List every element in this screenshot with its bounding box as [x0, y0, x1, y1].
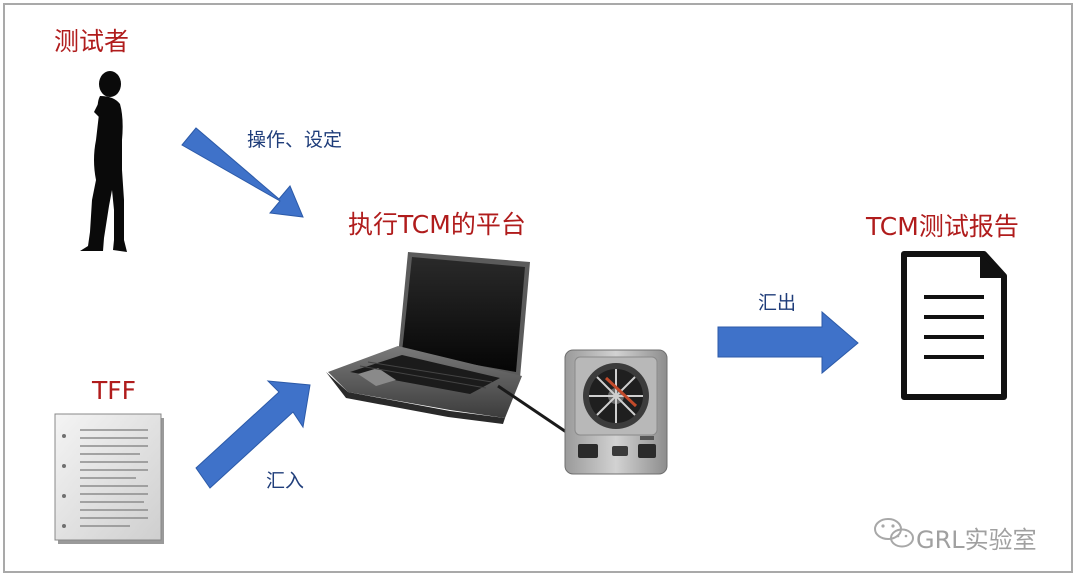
- laptop-icon: [326, 252, 530, 424]
- watermark-text: GRL实验室: [916, 526, 1037, 554]
- platform-title: 执行TCM的平台: [348, 210, 526, 239]
- operate-set-label: 操作、设定: [247, 129, 343, 151]
- report-title: TCM测试报告: [866, 212, 1019, 241]
- tester-label: 测试者: [54, 27, 130, 56]
- import-label: 汇入: [266, 470, 305, 492]
- wechat-icon: [874, 518, 914, 548]
- diagram-frame: [3, 3, 1073, 573]
- export-arrow: [717, 310, 859, 375]
- tff-label: TFF: [92, 376, 137, 405]
- report-document-icon: [901, 251, 1007, 400]
- test-equipment-icon: [564, 349, 668, 475]
- export-label: 汇出: [758, 292, 797, 314]
- import-arrow: [195, 380, 311, 489]
- operate-arrow: [181, 127, 304, 218]
- tester-silhouette-icon: [80, 71, 127, 252]
- tff-document-icon: [54, 413, 164, 544]
